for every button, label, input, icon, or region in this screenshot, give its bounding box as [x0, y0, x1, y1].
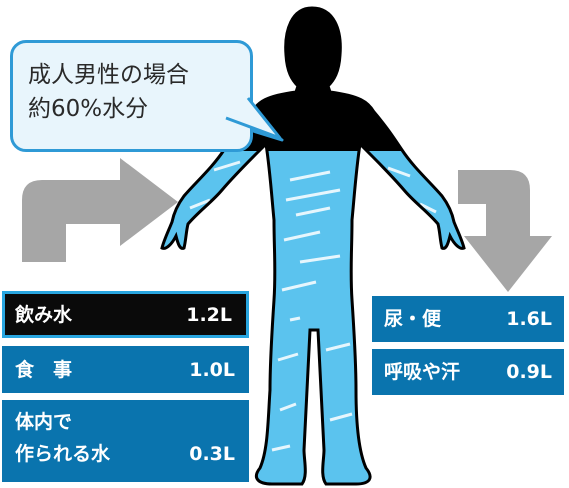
output-breath-sweat-box: 呼吸や汗 0.9L — [372, 349, 564, 395]
intake-label-line-2: 作られる水 — [15, 443, 111, 465]
intake-food-box: 食 事 1.0L — [2, 346, 249, 393]
output-label: 尿・便 — [384, 308, 442, 330]
callout-bubble — [10, 40, 253, 152]
intake-label: 食 事 — [15, 359, 73, 381]
intake-value: 1.2L — [186, 304, 232, 326]
intake-arrow — [22, 158, 178, 262]
output-arrow — [458, 170, 552, 292]
callout-text: 成人男性の場合 約60%水分 — [28, 58, 189, 126]
intake-value: 0.3L — [189, 443, 235, 465]
output-urine-stool-box: 尿・便 1.6L — [372, 296, 564, 342]
output-label: 呼吸や汗 — [384, 361, 461, 383]
intake-drinking-water-box: 飲み水 1.2L — [2, 291, 249, 338]
output-value: 1.6L — [506, 308, 552, 330]
intake-metabolic-water-box: 体内で 作られる水 0.3L — [2, 400, 249, 482]
intake-label: 飲み水 — [15, 304, 73, 326]
intake-label-line-1: 体内で — [15, 411, 73, 433]
intake-value: 1.0L — [189, 359, 235, 381]
callout-line-1: 成人男性の場合 — [28, 62, 189, 88]
output-value: 0.9L — [506, 361, 552, 383]
callout-line-2: 約60%水分 — [28, 96, 149, 122]
